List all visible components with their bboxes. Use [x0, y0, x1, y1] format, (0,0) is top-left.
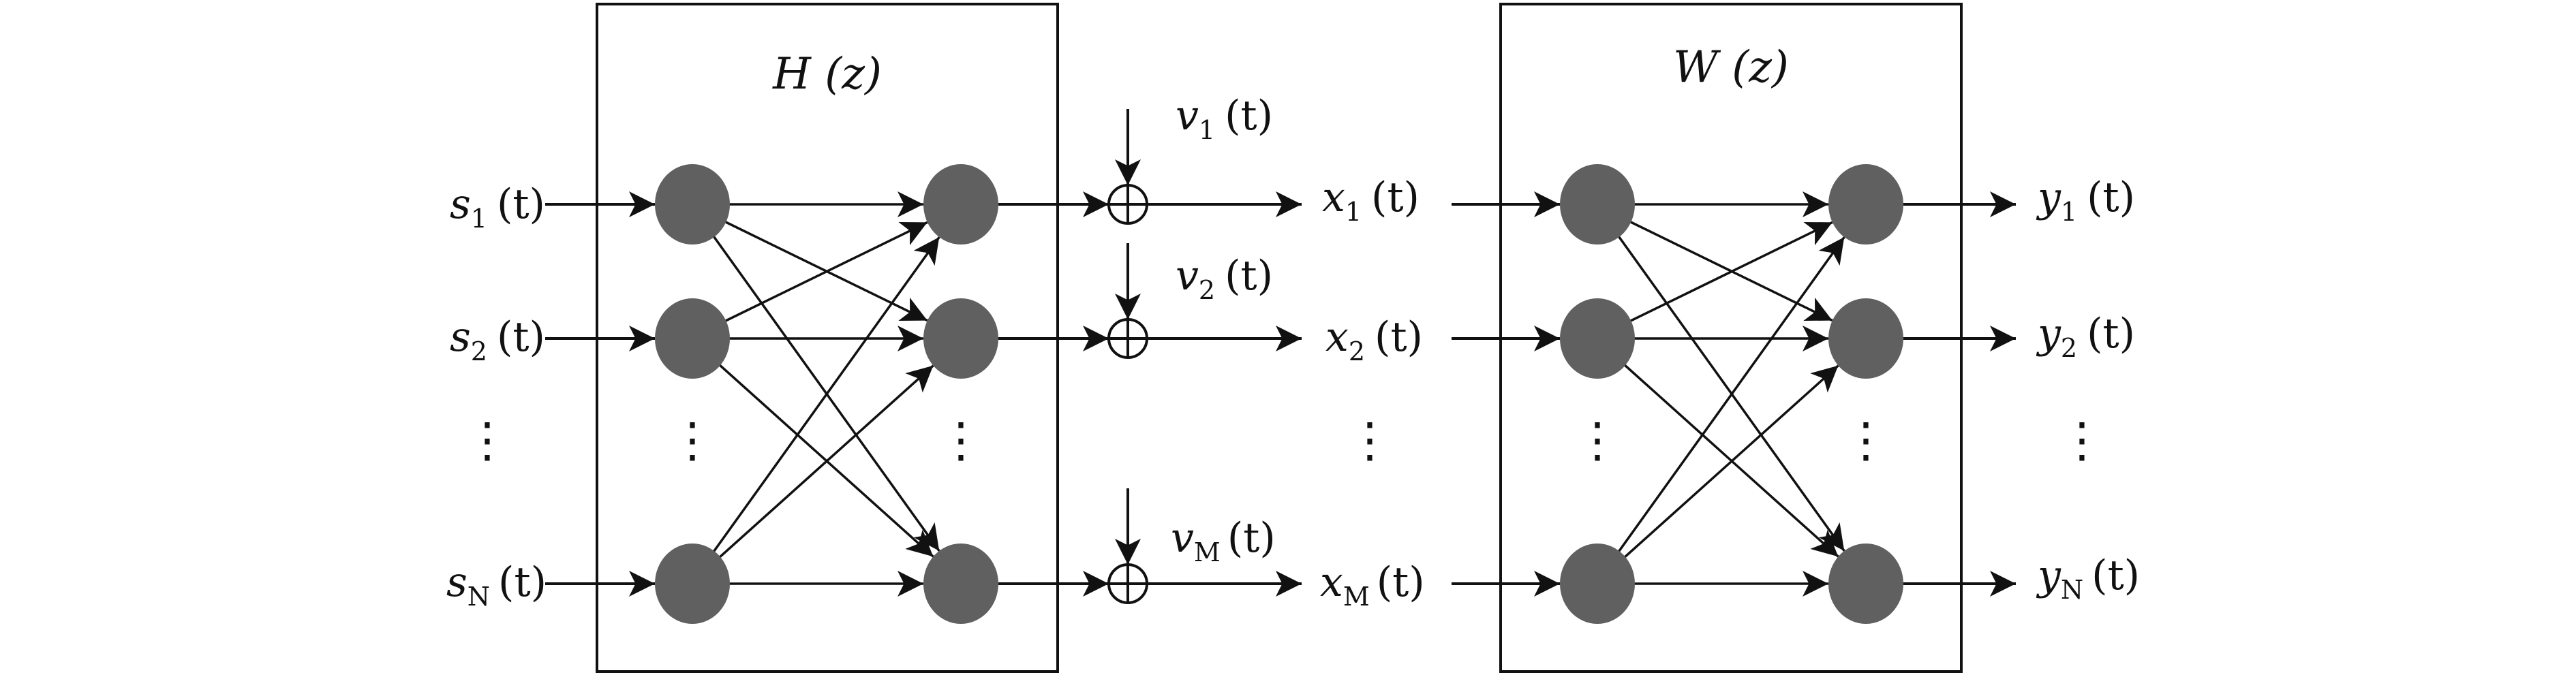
output-label-1: y1(t): [2036, 174, 2135, 227]
w-input-node-2: [1560, 298, 1635, 379]
sum-junctions: [1107, 184, 1148, 604]
h-output-node-2: [923, 298, 998, 379]
h-edge-3-1: [711, 236, 940, 555]
w-edge-2-1: [1627, 221, 1833, 324]
ellipsis-w-right: ⋮: [1842, 412, 1890, 468]
noise-label-3: vM(t): [1171, 514, 1276, 567]
source-label-2: s2(t): [450, 313, 545, 366]
source-label-3: sN(t): [446, 558, 547, 612]
w-output-node-3: [1828, 544, 1903, 624]
h-output-node-1: [923, 164, 998, 245]
h-edge-3-2: [716, 364, 934, 561]
demixing-block-title: W (z): [1673, 42, 1789, 93]
output-label-3: yN(t): [2036, 552, 2140, 605]
output-label-2: y2(t): [2036, 310, 2135, 363]
w-edge-1-2: [1627, 219, 1833, 322]
h-edge-2-3: [716, 362, 934, 558]
ellipsis-sources: ⋮: [463, 412, 511, 468]
h-input-node-2: [655, 298, 730, 379]
ellipsis-h-right: ⋮: [937, 412, 985, 468]
ellipsis-mixtures: ⋮: [1346, 412, 1394, 468]
h-input-node-3: [655, 544, 730, 624]
h-output-node-3: [923, 544, 998, 624]
sum-junction-1: [1107, 184, 1148, 225]
mixture-label-3: xM(t): [1320, 558, 1425, 612]
w-output-node-1: [1828, 164, 1903, 245]
noise-label-2: v2(t): [1176, 252, 1273, 305]
w-input-node-3: [1560, 544, 1635, 624]
nodes-layer: [655, 164, 1903, 624]
mixture-label-2: x2(t): [1325, 313, 1423, 366]
w-output-node-2: [1828, 298, 1903, 379]
sum-junction-2: [1107, 318, 1148, 359]
h-edge-1-3: [711, 233, 940, 552]
ellipsis-row: ⋮ ⋮ ⋮ ⋮ ⋮ ⋮ ⋮: [463, 412, 2106, 468]
w-input-node-1: [1560, 164, 1635, 245]
mixture-label-1: x1(t): [1322, 174, 1420, 227]
w-edge-3-1: [1616, 236, 1845, 555]
noise-label-1: v1(t): [1176, 92, 1273, 145]
h-input-node-1: [655, 164, 730, 245]
mixing-block-title: H (z): [772, 49, 882, 99]
sum-junction-3: [1107, 563, 1148, 604]
ellipsis-h-left: ⋮: [669, 412, 716, 468]
w-edge-3-2: [1621, 364, 1839, 561]
h-edge-2-1: [722, 221, 928, 324]
w-edge-2-3: [1621, 362, 1839, 558]
edges-layer: [545, 109, 2016, 597]
h-edge-1-2: [722, 219, 928, 322]
ellipsis-outputs: ⋮: [2058, 412, 2106, 468]
w-edge-1-3: [1616, 233, 1845, 552]
source-label-1: s1(t): [450, 180, 545, 234]
ellipsis-w-left: ⋮: [1574, 412, 1621, 468]
